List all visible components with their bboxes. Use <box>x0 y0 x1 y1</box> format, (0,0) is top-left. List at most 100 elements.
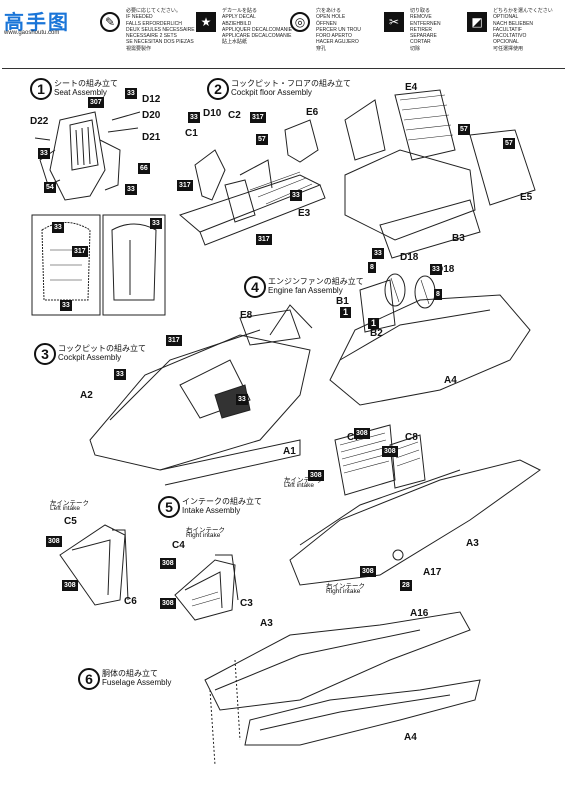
part-label: C2 <box>228 110 241 121</box>
part-label: B3 <box>452 233 465 244</box>
part-label: E4 <box>405 82 418 93</box>
part-label: A4 <box>444 375 457 386</box>
color-code-tag: 33 <box>60 300 72 311</box>
color-code-tag: 308 <box>354 428 370 439</box>
step-title-en: Seat Assembly <box>54 88 107 97</box>
part-label: D21 <box>142 132 161 143</box>
part-label: A3 <box>466 538 479 549</box>
legend-item-open-hole: ◎ 穴をあける OPEN HOLE ÖFFNEN PERCER UN TROU … <box>290 6 380 60</box>
color-code-tag: 308 <box>46 536 62 547</box>
part-label: E8 <box>240 310 253 321</box>
color-code-tag: 307 <box>88 97 104 108</box>
left-intake-label-jp: 左インテーク <box>50 500 89 507</box>
color-code-tag: 308 <box>308 470 324 481</box>
instruction-page-frame <box>2 68 565 805</box>
color-code-tag: 317 <box>250 112 266 123</box>
part-label: C1 <box>185 128 198 139</box>
star-decal-icon: ★ <box>196 12 216 32</box>
part-label: A1 <box>283 446 296 457</box>
part-label: C7 <box>347 432 360 443</box>
cockpit-tub-drawing <box>344 89 536 259</box>
legend-item-apply-decal: ★ デカールを貼る APPLY DECAL ABZIEHBILD APPLIQU… <box>196 6 292 60</box>
part-label: C3 <box>240 598 253 609</box>
watermark-logo: 高手图 www.gaoshoutu.com <box>4 6 92 36</box>
color-code-tag: 57 <box>458 124 470 135</box>
part-label: D20 <box>142 110 161 121</box>
color-code-tag: 33 <box>236 394 248 405</box>
color-code-tag: 308 <box>360 566 376 577</box>
part-label: E5 <box>520 192 533 203</box>
step-number: 5 <box>158 496 180 518</box>
step-title-jp: コックピット・フロアの組み立て <box>231 79 351 88</box>
part-label: E6 <box>306 107 319 118</box>
color-code-tag: 33 <box>114 369 126 380</box>
left-intake-label-en: Left intake <box>284 482 314 489</box>
drill-hole-icon: ◎ <box>290 12 310 32</box>
part-label: D18 <box>400 252 419 263</box>
color-code-tag: 33 <box>150 218 162 229</box>
color-code-tag: 317 <box>72 246 88 257</box>
part-label: D12 <box>142 94 161 105</box>
legend-text: 穴をあける OPEN HOLE ÖFFNEN PERCER UN TROU FO… <box>316 8 361 52</box>
right-intake-label-jp: 右インテーク <box>186 527 225 534</box>
optional-icon: ◩ <box>467 12 487 32</box>
right-intake-label-jp: 右インテーク <box>326 583 365 590</box>
color-code-tag: 317 <box>177 180 193 191</box>
color-code-tag: 57 <box>503 138 515 149</box>
step-title-jp: シートの組み立て <box>54 79 118 88</box>
part-label: C5 <box>64 516 77 527</box>
color-code-tag: 317 <box>166 335 182 346</box>
step-title-en: Intake Assembly <box>182 506 241 515</box>
step-title-jp: 胴体の組み立て <box>102 669 158 678</box>
color-code-tag: 33 <box>52 222 64 233</box>
part-label: A2 <box>80 390 93 401</box>
left-intake-label-en: Left intake <box>50 505 80 512</box>
symbol-legend: ✎ 必要に応じてください。 IF NEEDED FALLS ERFORDERLI… <box>0 6 567 66</box>
right-intake-label-en: Right intake <box>186 532 221 539</box>
part-label: C6 <box>124 596 137 607</box>
color-code-tag: 33 <box>188 112 200 123</box>
left-intake-drawing <box>59 524 129 606</box>
left-intake-label-jp: 左インテーク <box>284 477 323 484</box>
engine-fan-drawing <box>329 273 531 406</box>
step-title-en: Fuselage Assembly <box>102 678 172 687</box>
color-code-tag: 308 <box>62 580 78 591</box>
cockpit-floor-drawing <box>179 119 326 246</box>
right-intake-label-en: Right intake <box>326 588 361 595</box>
legend-item-if-needed: ✎ 必要に応じてください。 IF NEEDED FALLS ERFORDERLI… <box>100 6 195 60</box>
part-label: D18 <box>436 264 455 275</box>
color-code-tag: 317 <box>256 234 272 245</box>
part-label: B1 <box>336 296 349 307</box>
cockpit-assembly-drawing <box>89 304 313 486</box>
step-title-jp: コックピットの組み立て <box>58 344 146 353</box>
step-number: 2 <box>207 78 229 100</box>
part-label: E3 <box>298 208 311 219</box>
feather-icon: ✎ <box>100 12 120 32</box>
marker-1: 1 <box>368 318 379 329</box>
color-code-tag: 308 <box>160 558 176 569</box>
legend-text: 切り取る REMOVE ENTFERNEN RETIRER SEPARARE C… <box>410 8 441 52</box>
inset-box <box>102 214 166 316</box>
color-code-tag: 33 <box>125 184 137 195</box>
color-code-tag: 8 <box>434 289 442 300</box>
step-title-en: Engine fan Assembly <box>268 286 343 295</box>
color-code-tag: 33 <box>38 148 50 159</box>
part-label: D10 <box>203 108 222 119</box>
fuselage-assembly-drawing <box>204 611 481 766</box>
color-code-tag: 28 <box>400 580 412 591</box>
step-title-jp: インテークの組み立て <box>182 497 262 506</box>
color-code-tag: 54 <box>44 182 56 193</box>
part-label: B2 <box>370 328 383 339</box>
color-code-tag: 57 <box>256 134 268 145</box>
right-intake-drawing <box>174 554 239 621</box>
color-code-tag: 33 <box>125 88 137 99</box>
legend-text: デカールを貼る APPLY DECAL ABZIEHBILD APPLIQUER… <box>222 8 293 46</box>
step-number: 6 <box>78 668 100 690</box>
step-number: 3 <box>34 343 56 365</box>
step-title-en: Cockpit floor Assembly <box>231 88 312 97</box>
legend-text: どちらかを選んでください OPTIONAL NACH BELIEBEN FACU… <box>493 8 553 52</box>
part-label: C4 <box>172 540 185 551</box>
color-code-tag: 33 <box>290 190 302 201</box>
step-title-en: Cockpit Assembly <box>58 353 122 362</box>
